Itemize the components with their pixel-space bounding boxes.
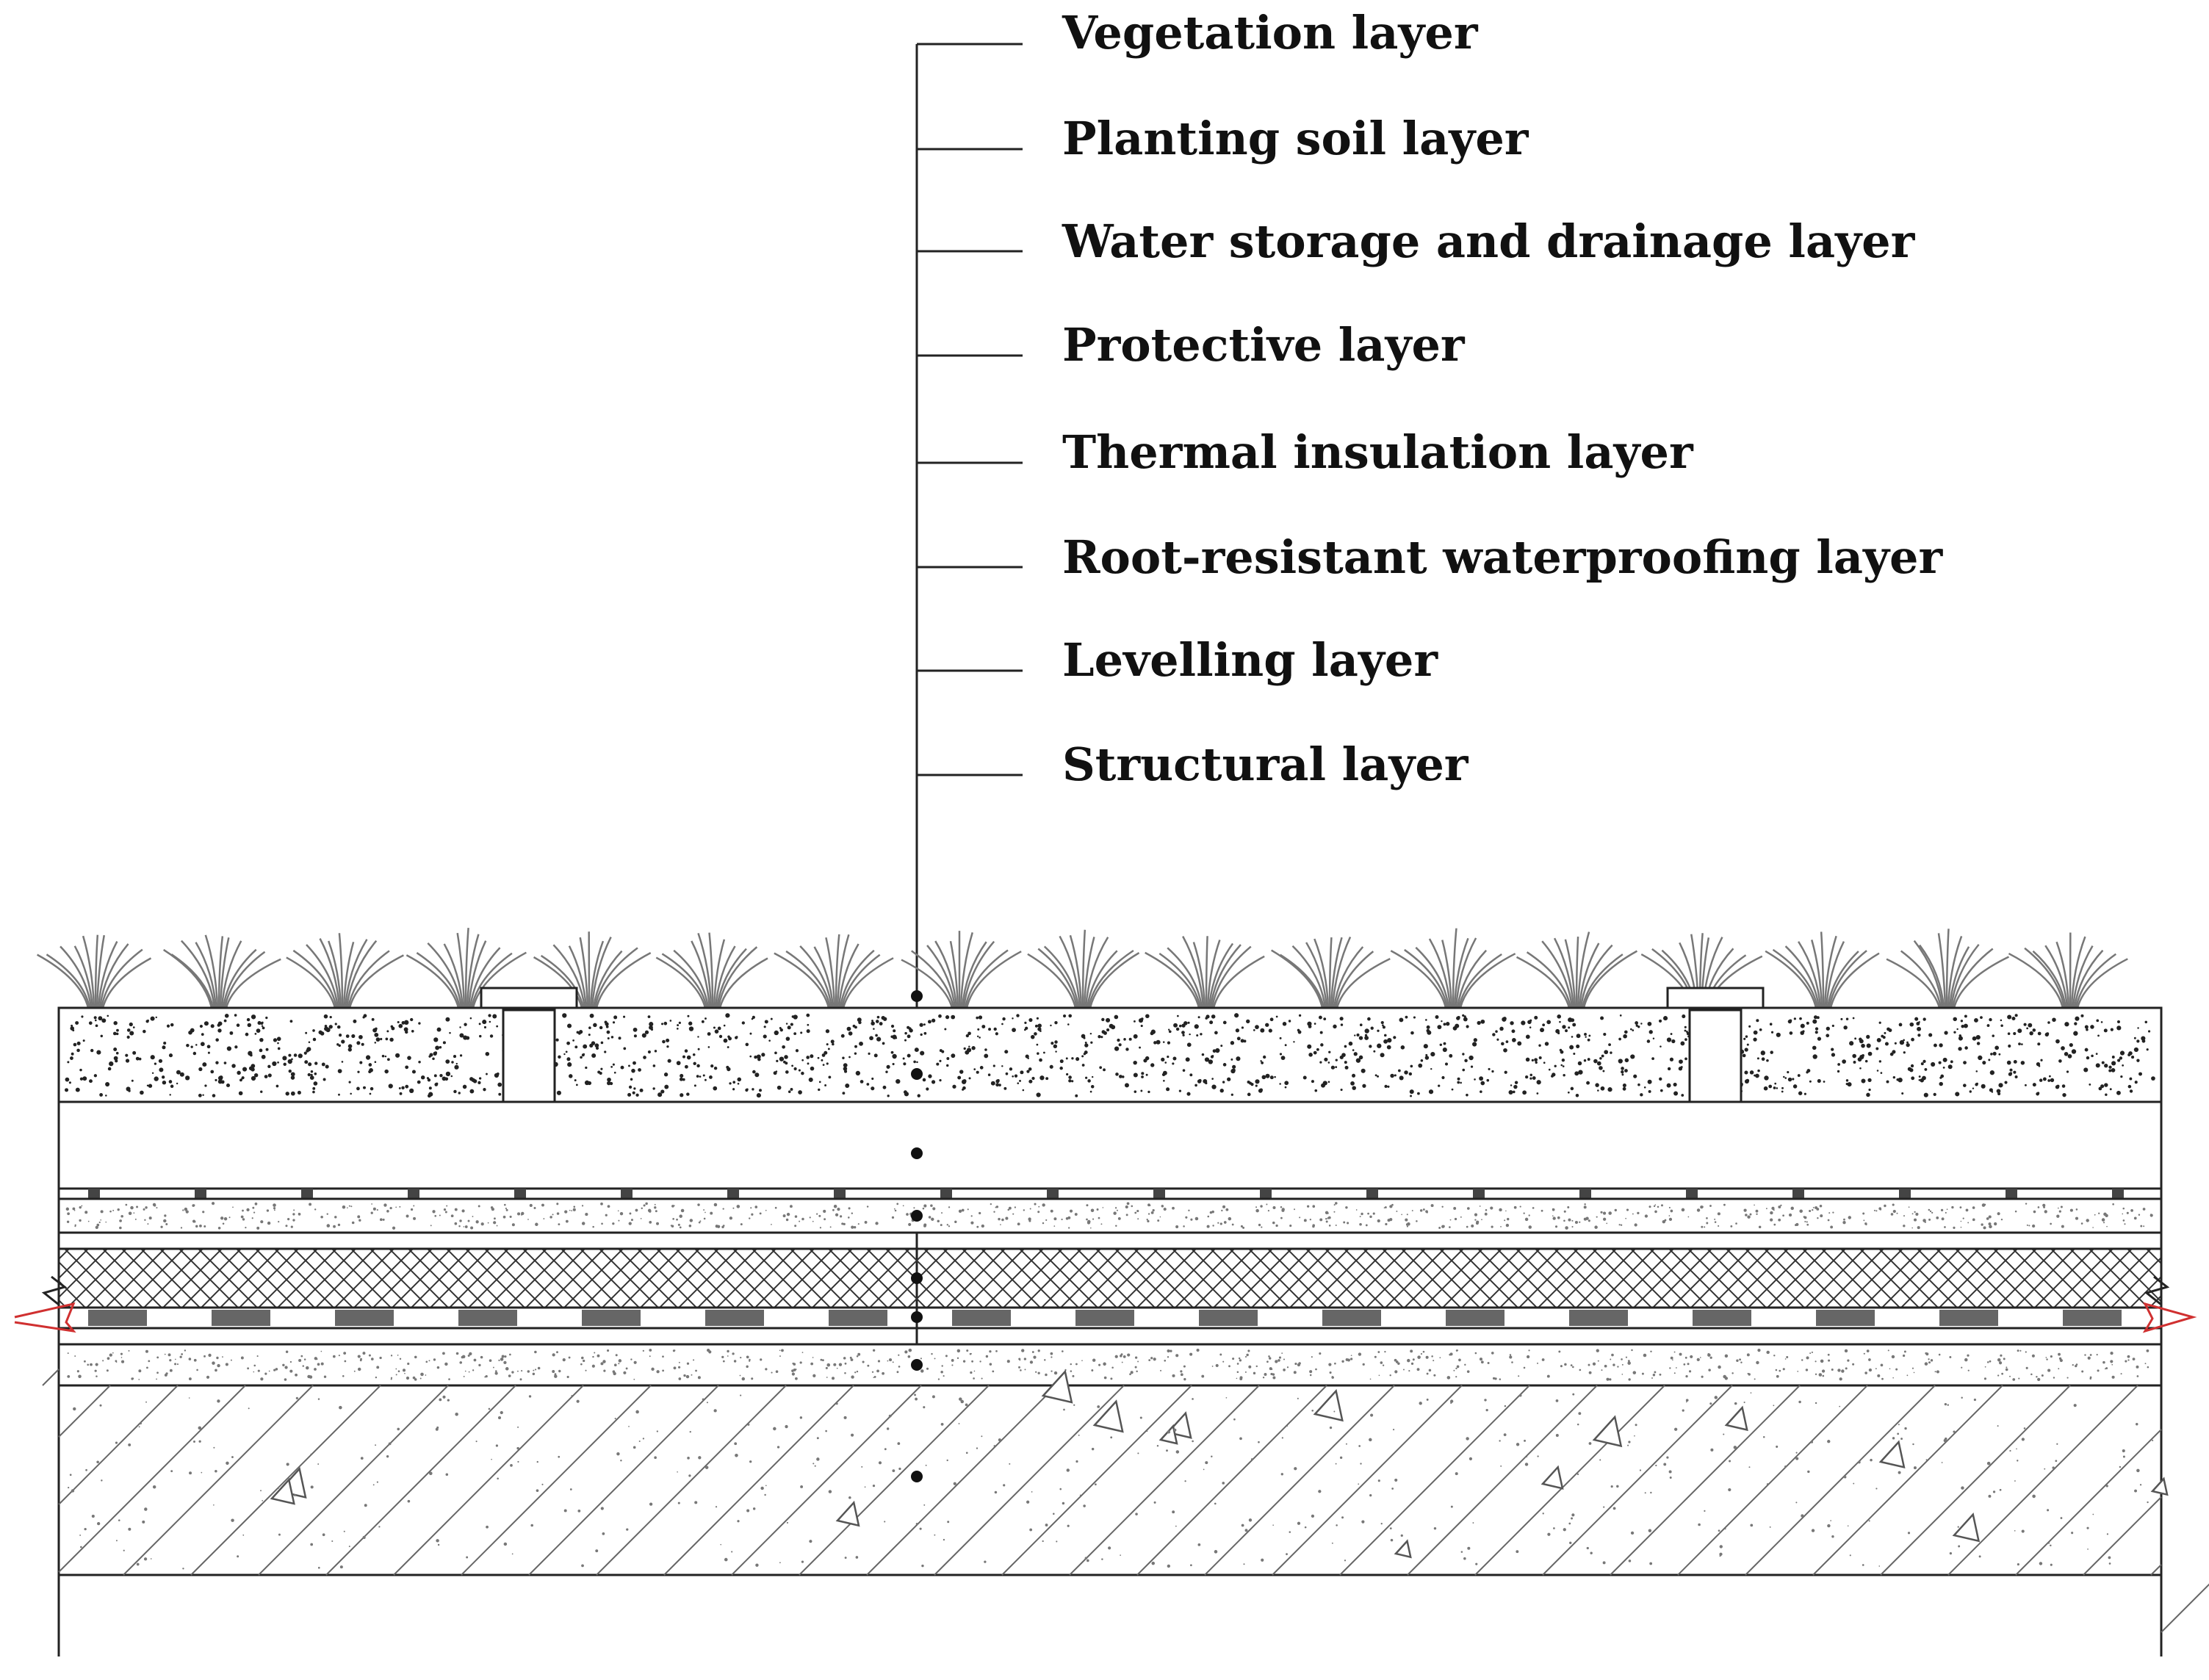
label-water-storage-drainage-text: Water storage and drainage layer bbox=[1062, 214, 1916, 268]
label-thermal-insulation: Thermal insulation layer bbox=[917, 425, 1694, 479]
structural-layer bbox=[42, 1369, 2209, 1633]
planting-soil-layer bbox=[57, 1006, 2163, 1103]
right-break-mark bbox=[2142, 1275, 2197, 1333]
label-levelling-text: Levelling layer bbox=[1062, 633, 1438, 687]
thermal-insulation-layer bbox=[57, 1247, 2163, 1309]
layer-labels: Vegetation layer Planting soil layer Wat… bbox=[917, 6, 1943, 791]
label-vegetation: Vegetation layer bbox=[917, 6, 1479, 60]
left-break-mark bbox=[14, 1275, 76, 1333]
label-structural: Structural layer bbox=[917, 738, 1469, 791]
protective-layer bbox=[57, 1187, 2163, 1234]
label-protective: Protective layer bbox=[917, 318, 1466, 372]
leader-dots bbox=[911, 990, 923, 1482]
label-root-resistant-waterproofing: Root-resistant waterproofing layer bbox=[917, 530, 1943, 584]
label-root-resistant-waterproofing-text: Root-resistant waterproofing layer bbox=[1062, 530, 1943, 584]
label-structural-text: Structural layer bbox=[1062, 738, 1469, 791]
label-levelling: Levelling layer bbox=[917, 633, 1438, 687]
roof-cross-section bbox=[14, 928, 2209, 1656]
label-planting-soil-text: Planting soil layer bbox=[1062, 112, 1529, 165]
label-water-storage-drainage: Water storage and drainage layer bbox=[917, 214, 1916, 268]
label-vegetation-text: Vegetation layer bbox=[1062, 6, 1479, 60]
vegetation-layer bbox=[37, 928, 2128, 1009]
label-planting-soil: Planting soil layer bbox=[917, 112, 1529, 165]
label-protective-text: Protective layer bbox=[1062, 318, 1466, 372]
water-storage-drainage-layer bbox=[57, 1100, 2163, 1190]
levelling-layer bbox=[57, 1343, 2163, 1387]
label-thermal-insulation-text: Thermal insulation layer bbox=[1062, 425, 1694, 479]
root-resistant-waterproofing-layer bbox=[59, 1306, 2161, 1330]
